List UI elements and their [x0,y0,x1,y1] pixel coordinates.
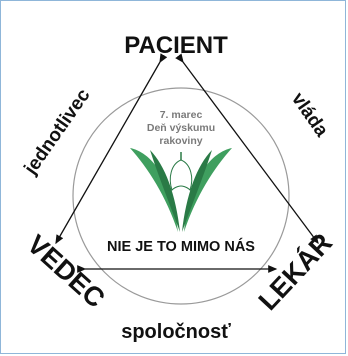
logo-line1: 7. marec [160,109,203,121]
node-lekar: LEKÁR [252,227,338,316]
logo-line2: Deň výskumu [147,122,215,134]
arrow-pacient-lekar [175,53,319,245]
node-vedec: VEDEC [21,229,110,314]
leaf-center-right [182,150,212,232]
edge-jednotlivec: jednotlivec [20,85,95,180]
snowdrop-logo [130,148,232,232]
flower-petals [169,159,193,191]
arrow-pacient-vedec [55,53,168,245]
center-slogan: NIE JE TO MIMO NÁS [107,238,255,255]
logo-line3: rakoviny [159,135,202,147]
node-pacient: PACIENT [124,32,228,59]
edge-spolocnost: spoločnosť [121,321,231,343]
edge-vlada: vláda [287,89,332,141]
leaf-center-left [150,150,180,232]
